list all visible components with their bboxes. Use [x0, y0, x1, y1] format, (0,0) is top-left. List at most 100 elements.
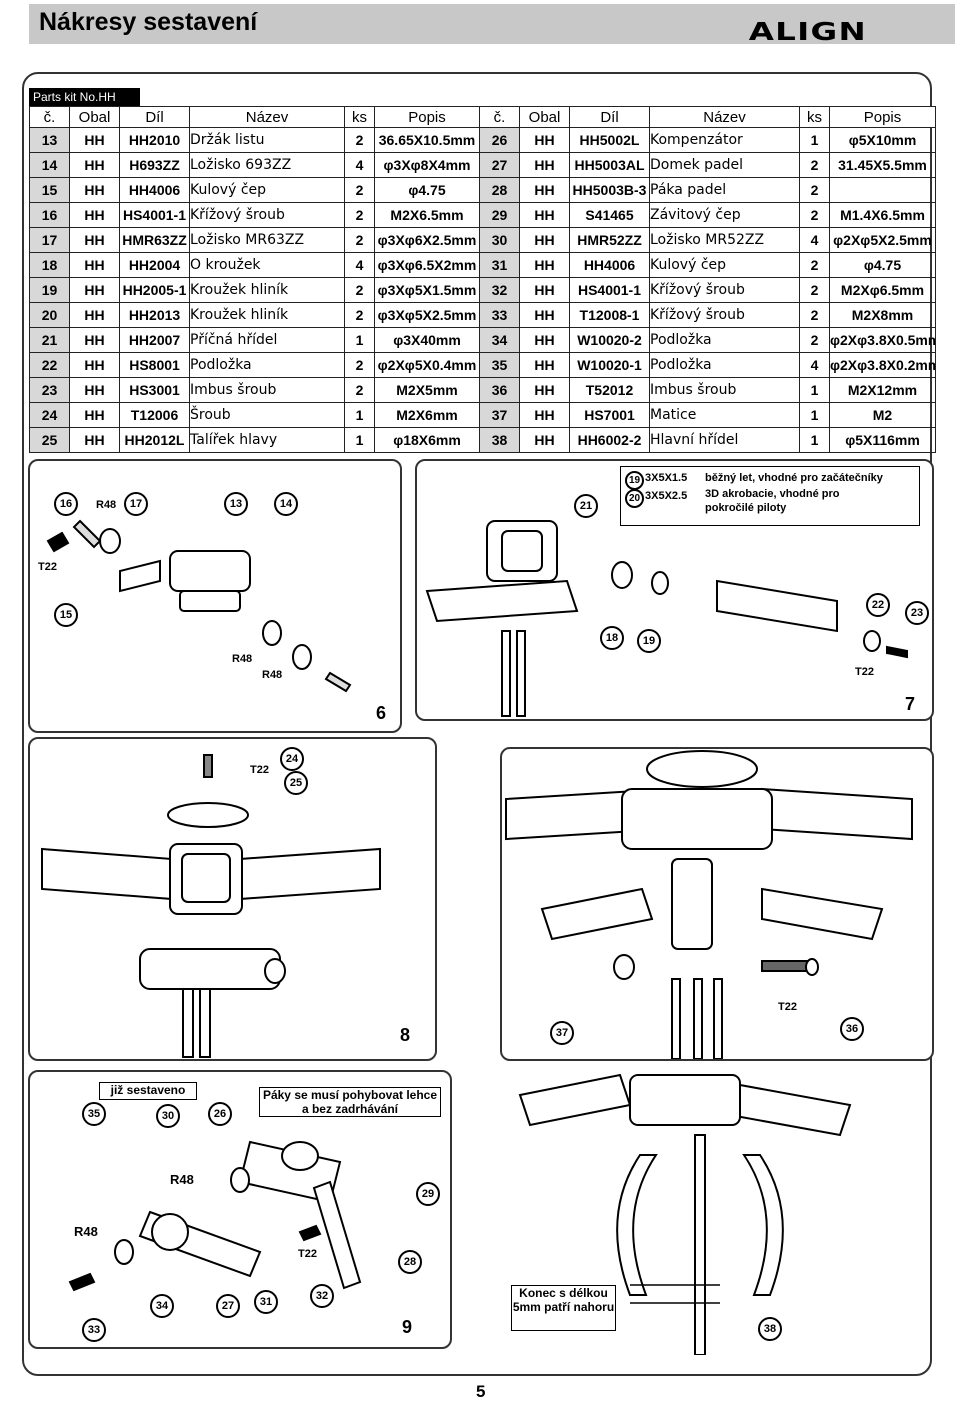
- part-name: Kroužek hliník: [189, 277, 345, 303]
- specification: 36.65X10.5mm: [374, 127, 480, 153]
- package: HH: [69, 327, 120, 353]
- specification: φ4.75: [829, 252, 936, 278]
- step-number: 7: [905, 694, 916, 714]
- part-name: Matice: [649, 402, 800, 428]
- callout-36: 36: [840, 1017, 864, 1041]
- callout-24: 24: [280, 747, 304, 771]
- step-8-panel-right: 37 36 T22: [500, 747, 934, 1061]
- specification: M2X5mm: [374, 377, 480, 403]
- column-header: ks: [799, 106, 830, 128]
- callout-20: 20: [625, 489, 644, 508]
- specification: φ3X40mm: [374, 327, 480, 353]
- callout-28: 28: [398, 1250, 422, 1274]
- quantity: 1: [344, 327, 375, 353]
- part-name: Hlavní hřídel: [649, 427, 800, 453]
- quantity: 2: [344, 177, 375, 203]
- package: HH: [69, 377, 120, 403]
- label-t22: T22: [250, 764, 269, 776]
- quantity: 2: [344, 352, 375, 378]
- package: HH: [519, 427, 570, 453]
- quantity: 1: [799, 127, 830, 153]
- part-code: HH5003AL: [569, 152, 650, 178]
- part-code: HH2012L: [119, 427, 190, 453]
- specification: φ2Xφ3.8X0.5mm: [829, 327, 936, 353]
- part-number: 28: [479, 177, 520, 203]
- column-header: Díl: [569, 106, 650, 128]
- part-number: 33: [479, 302, 520, 328]
- step-8-panel-left: 8 24 25 T22: [28, 737, 437, 1061]
- quantity: 2: [799, 277, 830, 303]
- washer-19-usage: běžný let, vhodné pro začátečníky: [705, 472, 883, 484]
- part-number: 18: [29, 252, 70, 278]
- callout-14: 14: [274, 492, 298, 516]
- part-number: 38: [479, 427, 520, 453]
- package: HH: [69, 302, 120, 328]
- callout-23: 23: [905, 601, 929, 625]
- specification: φ5X10mm: [829, 127, 936, 153]
- package: HH: [519, 327, 570, 353]
- callout-31: 31: [254, 1290, 278, 1314]
- quantity: 2: [344, 127, 375, 153]
- step-8-drawing-right: [505, 750, 913, 1059]
- specification: M2X6mm: [374, 402, 480, 428]
- package: HH: [519, 352, 570, 378]
- washer-20-code: 3X5X2.5: [645, 490, 688, 502]
- quantity: 2: [799, 302, 830, 328]
- part-code: HH4006: [119, 177, 190, 203]
- quantity: 1: [799, 377, 830, 403]
- part-number: 23: [29, 377, 70, 403]
- page-header: Nákresy sestavení ALIGN: [29, 4, 955, 46]
- part-number: 26: [479, 127, 520, 153]
- specification: φ4.75: [374, 177, 480, 203]
- part-code: H693ZZ: [119, 152, 190, 178]
- callout-18: 18: [600, 626, 624, 650]
- quantity: 1: [799, 402, 830, 428]
- part-number: 32: [479, 277, 520, 303]
- washer-19-code: 3X5X1.5: [645, 472, 688, 484]
- part-code: HH2007: [119, 327, 190, 353]
- specification: M2X12mm: [829, 377, 936, 403]
- specification: M2Xφ6.5mm: [829, 277, 936, 303]
- quantity: 2: [799, 177, 830, 203]
- part-code: S41465: [569, 202, 650, 228]
- label-r48: R48: [74, 1224, 98, 1239]
- label-t22: T22: [855, 666, 874, 678]
- step-7-drawing: [425, 520, 908, 717]
- part-code: HS4001-1: [569, 277, 650, 303]
- package: HH: [69, 227, 120, 253]
- callout-19: 19: [625, 471, 644, 490]
- package: HH: [69, 427, 120, 453]
- part-code: W10020-1: [569, 352, 650, 378]
- package: HH: [69, 202, 120, 228]
- part-name: Ložisko MR52ZZ: [649, 227, 800, 253]
- washer-20-usage: 3D akrobacie, vhodné pro pokročilé pilot…: [705, 488, 840, 514]
- part-number: 31: [479, 252, 520, 278]
- part-number: 17: [29, 227, 70, 253]
- part-name: Kulový čep: [189, 177, 345, 203]
- part-name: Podložka: [649, 327, 800, 353]
- part-code: HH5002L: [569, 127, 650, 153]
- part-code: HH2010: [119, 127, 190, 153]
- part-name: Imbus šroub: [649, 377, 800, 403]
- part-number: 25: [29, 427, 70, 453]
- quantity: 2: [344, 277, 375, 303]
- part-name: Ložisko MR63ZZ: [189, 227, 345, 253]
- package: HH: [519, 227, 570, 253]
- part-number: 13: [29, 127, 70, 153]
- part-number: 29: [479, 202, 520, 228]
- quantity: 2: [799, 202, 830, 228]
- label-t22: T22: [38, 561, 57, 573]
- part-number: 34: [479, 327, 520, 353]
- part-name: Závitový čep: [649, 202, 800, 228]
- callout-32: 32: [310, 1284, 334, 1308]
- parts-kit-label: Parts kit No.HH: [29, 88, 140, 106]
- column-header: Obal: [69, 106, 120, 128]
- part-code: HMR63ZZ: [119, 227, 190, 253]
- step-number: 6: [376, 703, 387, 723]
